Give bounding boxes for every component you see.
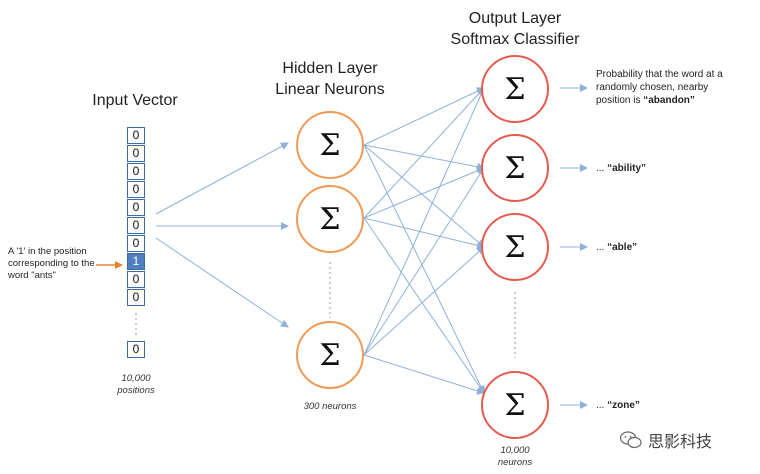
input-to-hidden-arrow [155, 142, 289, 215]
vector-cell: 0 [127, 181, 145, 198]
input-caption-line2: positions [117, 385, 155, 396]
hidden-title-line1: Hidden Layer [282, 60, 378, 77]
output-label-prefix: ... [596, 163, 608, 174]
output-neuron: Σ [481, 371, 549, 439]
output-layer-title: Output Layer Softmax Classifier [440, 8, 590, 50]
vector-cell: 0 [127, 199, 145, 216]
output-title-line1: Output Layer [468, 10, 562, 27]
watermark-text: 思影科技 [648, 434, 713, 451]
output-label-able: ... “able” [596, 241, 637, 254]
sigma-symbol: Σ [504, 387, 526, 423]
sigma-symbol: Σ [319, 337, 341, 373]
output-neuron: Σ [481, 55, 549, 123]
output-caption-line1: 10,000 [500, 445, 530, 456]
output-label-ability: ... “ability” [596, 162, 646, 175]
hidden-layer-title: Hidden Layer Linear Neurons [255, 58, 405, 100]
vector-cell-last: 0 [127, 341, 145, 358]
annotation-line: corresponding to the [8, 258, 95, 269]
hidden-title-line2: Linear Neurons [275, 81, 385, 98]
input-title-text: Input Vector [92, 92, 178, 109]
watermark: 思影科技 [620, 428, 712, 452]
input-caption-line1: 10,000 [121, 373, 151, 384]
input-to-hidden-arrow [155, 237, 289, 328]
hidden-caption: 300 neurons [280, 401, 380, 413]
hidden-to-output-arrows [363, 87, 485, 395]
sigma-symbol: Σ [504, 150, 526, 186]
output-title-line2: Softmax Classifier [450, 31, 580, 48]
input-annotation: A '1' in the position corresponding to t… [8, 246, 100, 282]
output-neuron: Σ [481, 134, 549, 202]
vector-cell-active: 1 [127, 253, 145, 270]
sigma-symbol: Σ [504, 71, 526, 107]
hidden-caption-text: 300 neurons [303, 401, 357, 412]
output-caption: 10,000 neurons [478, 445, 552, 469]
input-layer-title: Input Vector [80, 90, 190, 111]
output-label-word: “able” [607, 242, 638, 253]
vector-cell: 0 [127, 289, 145, 306]
hidden-neuron: Σ [296, 321, 364, 389]
hidden-neuron: Σ [296, 185, 364, 253]
output-label-prefix: ... [596, 242, 608, 253]
output-label-word: “zone” [607, 400, 640, 411]
vector-cell: 0 [127, 271, 145, 288]
vector-cell: 0 [127, 163, 145, 180]
vector-cell: 0 [127, 235, 145, 252]
sigma-symbol: Σ [504, 229, 526, 265]
output-label-prefix: Probability that the word at a randomly … [596, 69, 723, 106]
output-label-prefix: ... [596, 400, 608, 411]
hidden-neuron: Σ [296, 111, 364, 179]
input-caption: 10,000 positions [100, 373, 172, 397]
output-label-abandon: Probability that the word at a randomly … [596, 68, 756, 107]
output-label-word: “ability” [607, 163, 647, 174]
vector-cell: 0 [127, 127, 145, 144]
output-label-zone: ... “zone” [596, 399, 640, 412]
output-caption-line2: neurons [497, 457, 533, 468]
wechat-icon [620, 431, 642, 449]
sigma-symbol: Σ [319, 201, 341, 237]
vector-cell: 0 [127, 145, 145, 162]
output-neuron: Σ [481, 213, 549, 281]
output-label-word: “abandon” [643, 95, 695, 106]
annotation-line: word "ants" [8, 270, 56, 281]
annotation-line: A '1' in the position [8, 246, 87, 257]
vector-cell: 0 [127, 217, 145, 234]
sigma-symbol: Σ [319, 127, 341, 163]
